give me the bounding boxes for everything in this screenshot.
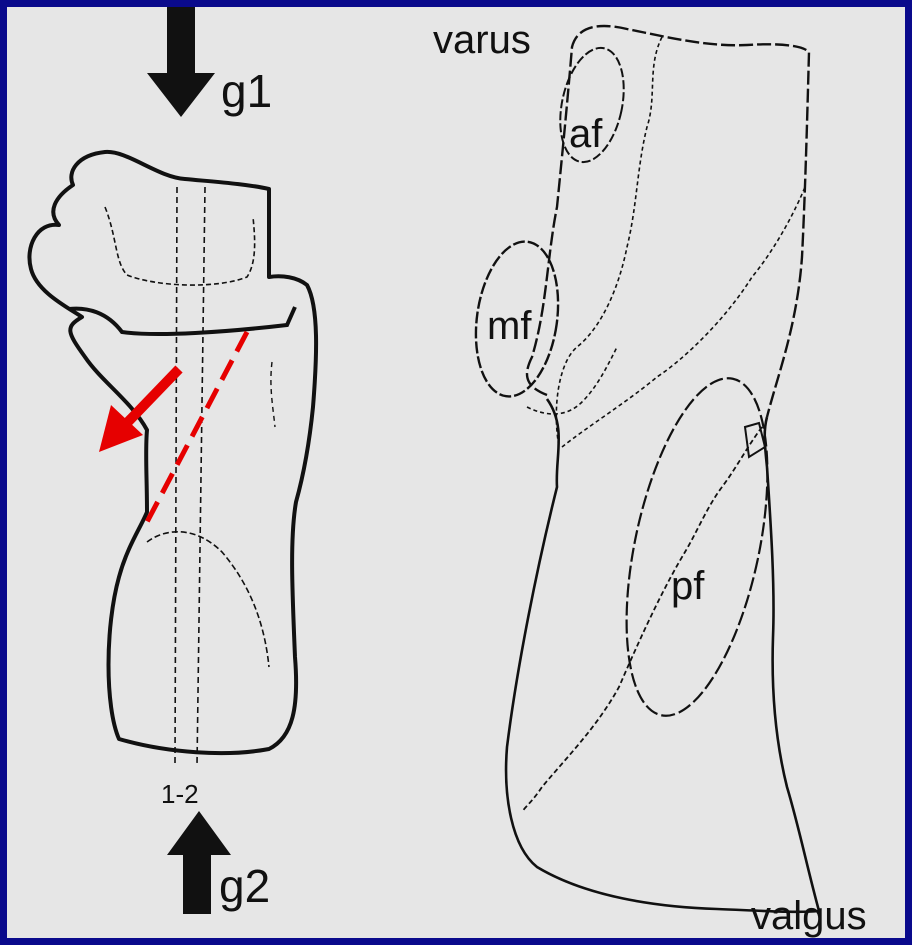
axis-line-2 <box>197 187 205 765</box>
facet-label-af: af <box>569 112 603 156</box>
facet-label-mf: mf <box>487 304 532 348</box>
inner-contour-lower <box>147 532 269 667</box>
bone-outline <box>29 152 316 753</box>
sustentaculum-line <box>527 347 617 414</box>
posterior-facet <box>601 366 794 728</box>
force-arrow-down-icon <box>147 7 215 117</box>
fracture-line <box>147 332 247 522</box>
axis-label: 1-2 <box>161 779 199 809</box>
right-bone-figure: varus af mf pf valgus <box>433 18 867 938</box>
articular-line-1 <box>556 37 662 447</box>
fracture-arrow-shaft <box>125 369 179 425</box>
force-label-g2: g2 <box>219 860 270 912</box>
facet-label-pf: pf <box>671 564 705 608</box>
varus-label: varus <box>433 18 531 62</box>
articular-line-2 <box>562 187 805 447</box>
axis-line-1 <box>175 187 177 765</box>
inner-contour <box>105 207 255 285</box>
bone-outline-upper <box>527 26 809 417</box>
calcaneus-diagram: g1 1-2 g2 varus af <box>7 7 905 938</box>
valgus-label: valgus <box>751 894 867 938</box>
left-bone-figure: g1 1-2 g2 <box>29 7 316 914</box>
force-label-g1: g1 <box>221 65 272 117</box>
bone-outline-lower <box>506 399 819 912</box>
inner-contour-right <box>271 362 275 427</box>
diagram-panel: g1 1-2 g2 varus af <box>7 7 905 938</box>
bone-upper-contour <box>69 307 295 334</box>
